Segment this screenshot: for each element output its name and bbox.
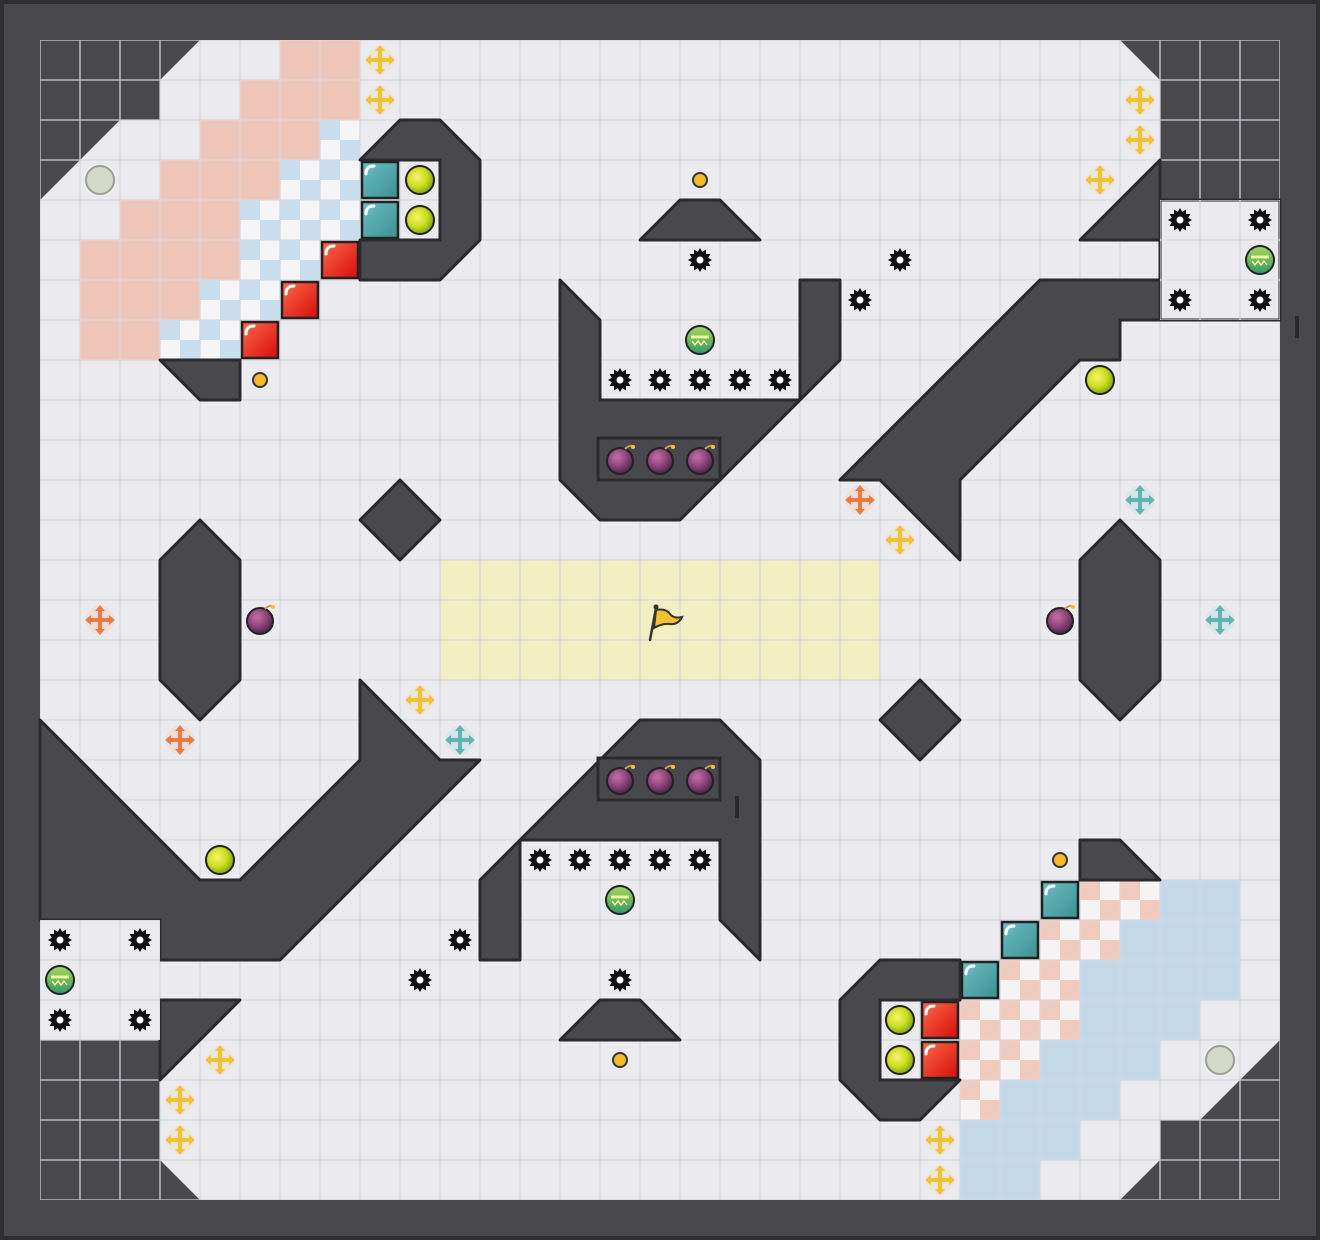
flag-icon[interactable]	[648, 604, 684, 642]
speed-pad-icon[interactable]	[280, 280, 320, 320]
arrow-cross-icon	[165, 1085, 195, 1115]
bomb-icon	[1046, 604, 1075, 635]
arrow-cross-icon	[405, 685, 435, 715]
speed-pad-icon[interactable]	[920, 1040, 960, 1080]
spike-mine-icon	[888, 248, 912, 272]
speed-pad-icon[interactable]	[240, 320, 280, 360]
spike-mine-icon	[568, 848, 592, 872]
speed-pad-icon[interactable]	[320, 240, 360, 280]
arrow-cross-icon	[845, 485, 875, 515]
entities-layer	[45, 45, 1275, 1195]
bomb-icon	[606, 444, 635, 475]
spike-mine-icon	[1168, 208, 1192, 232]
energy-dot-icon[interactable]	[1052, 852, 1068, 868]
spike-mine-icon	[768, 368, 792, 392]
boost-orb-icon[interactable]	[205, 845, 235, 875]
arrow-cross-icon	[365, 85, 395, 115]
boost-orb-icon[interactable]	[885, 1005, 915, 1035]
spike-mine-icon	[648, 848, 672, 872]
gate-tile-icon[interactable]	[1040, 880, 1080, 920]
arrow-cross-icon	[925, 1125, 955, 1155]
spike-mine-icon	[608, 368, 632, 392]
spike-mine-icon	[688, 848, 712, 872]
energy-dot-icon[interactable]	[252, 372, 268, 388]
arrow-cross-icon	[165, 1125, 195, 1155]
spike-mine-icon	[528, 848, 552, 872]
shield-orb-icon[interactable]	[1245, 245, 1275, 275]
bomb-icon	[646, 444, 675, 475]
energy-dot-icon[interactable]	[692, 172, 708, 188]
spike-mine-icon	[128, 1008, 152, 1032]
spike-mine-icon	[1168, 288, 1192, 312]
arrow-cross-icon	[365, 45, 395, 75]
shield-orb-icon[interactable]	[605, 885, 635, 915]
energy-dot-icon[interactable]	[612, 1052, 628, 1068]
arrow-cross-icon	[1125, 485, 1155, 515]
gate-tile-icon[interactable]	[360, 200, 400, 240]
arrow-cross-icon	[1085, 165, 1115, 195]
gate-tile-icon[interactable]	[1000, 920, 1040, 960]
gate-tile-icon[interactable]	[960, 960, 1000, 1000]
spike-mine-icon	[648, 368, 672, 392]
arrow-cross-icon	[1125, 85, 1155, 115]
arrow-cross-icon	[925, 1165, 955, 1195]
arrow-cross-icon	[165, 725, 195, 755]
boost-orb-icon[interactable]	[1085, 365, 1115, 395]
spike-mine-icon	[448, 928, 472, 952]
arrow-cross-icon	[205, 1045, 235, 1075]
bomb-icon	[646, 764, 675, 795]
boost-orb-icon[interactable]	[885, 1045, 915, 1075]
bomb-icon	[606, 764, 635, 795]
spike-mine-icon	[688, 248, 712, 272]
spike-mine-icon	[48, 1008, 72, 1032]
arrow-cross-icon	[445, 725, 475, 755]
speed-pad-icon[interactable]	[920, 1000, 960, 1040]
spike-mine-icon	[728, 368, 752, 392]
empty-spawn-orb-icon	[85, 165, 115, 195]
spike-mine-icon	[608, 848, 632, 872]
arrow-cross-icon	[85, 605, 115, 635]
spike-mine-icon	[1248, 288, 1272, 312]
shield-orb-icon[interactable]	[45, 965, 75, 995]
arrow-cross-icon	[1205, 605, 1235, 635]
boost-orb-icon[interactable]	[405, 205, 435, 235]
bomb-icon	[686, 764, 715, 795]
boost-orb-icon[interactable]	[405, 165, 435, 195]
spike-mine-icon	[408, 968, 432, 992]
bomb-icon	[246, 604, 275, 635]
empty-spawn-orb-icon	[1205, 1045, 1235, 1075]
spike-mine-icon	[848, 288, 872, 312]
spike-mine-icon	[688, 368, 712, 392]
arrow-cross-icon	[1125, 125, 1155, 155]
spike-mine-icon	[48, 928, 72, 952]
gate-tile-icon[interactable]	[360, 160, 400, 200]
spike-mine-icon	[128, 928, 152, 952]
spike-mine-icon	[608, 968, 632, 992]
spike-mine-icon	[1248, 208, 1272, 232]
shield-orb-icon[interactable]	[685, 325, 715, 355]
arrow-cross-icon	[885, 525, 915, 555]
bomb-icon	[686, 444, 715, 475]
